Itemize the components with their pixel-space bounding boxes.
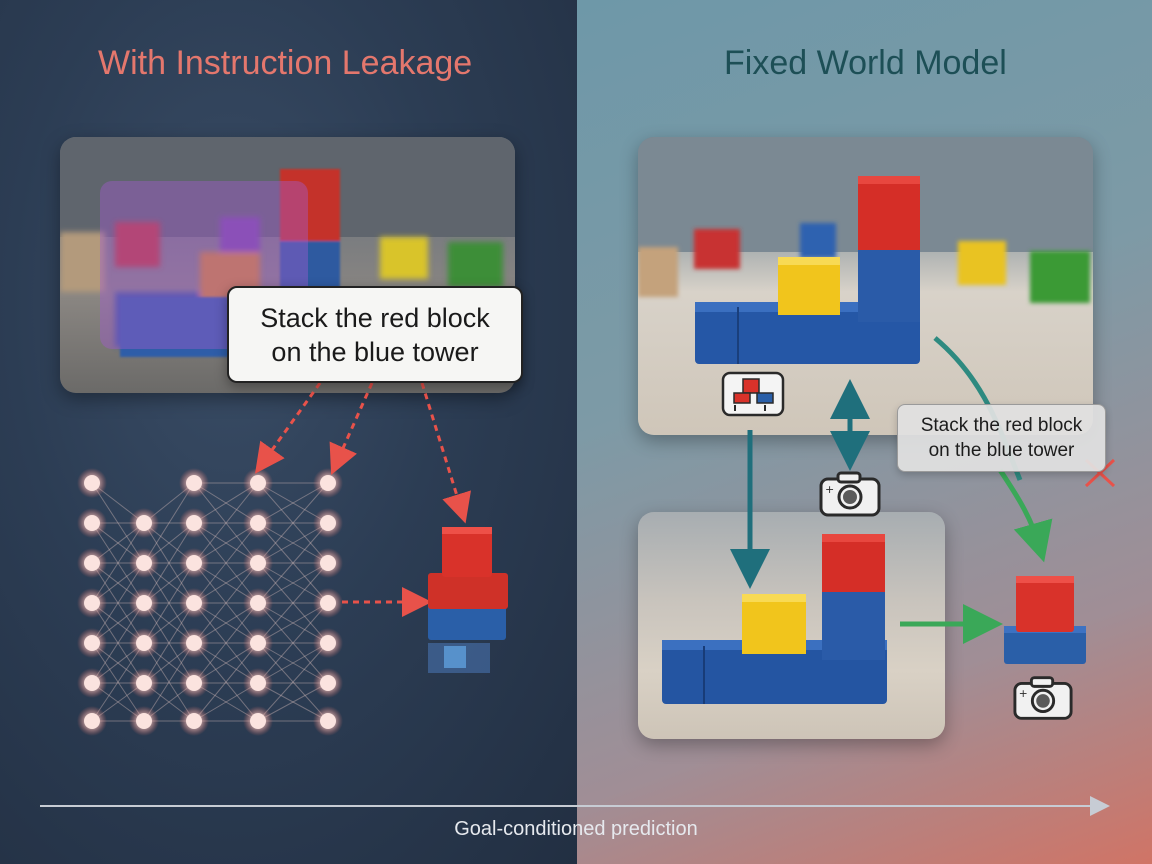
network-connection (91, 642, 145, 722)
network-connection (257, 562, 329, 644)
network-connection (91, 562, 145, 644)
network-node (136, 515, 152, 531)
right-panel-title: Fixed World Model (724, 44, 1007, 82)
network-node (250, 675, 266, 691)
network-node (84, 595, 100, 611)
network-node (186, 675, 202, 691)
network-node (136, 595, 152, 611)
network-node (320, 555, 336, 571)
final-result-blocks (1004, 576, 1086, 664)
leak-arrow-1 (255, 382, 322, 474)
network-node (250, 595, 266, 611)
network-connection (193, 642, 259, 722)
network-connection (91, 522, 145, 604)
network-node (320, 713, 336, 729)
network-connection (143, 522, 195, 604)
svg-text:+: + (825, 483, 834, 496)
network-node (84, 475, 100, 491)
network-node (136, 635, 152, 651)
network-node (250, 515, 266, 531)
network-node (186, 635, 202, 651)
network-node (320, 635, 336, 651)
network-node (320, 595, 336, 611)
network-connection (257, 482, 329, 564)
network-connection (143, 602, 195, 684)
network-connection (143, 642, 195, 722)
network-node (250, 713, 266, 729)
goal-instruction-box: Stack the red block on the blue tower (897, 404, 1106, 472)
network-node (84, 675, 100, 691)
network-connection (193, 482, 259, 564)
neural-network (77, 468, 343, 736)
network-node (84, 515, 100, 531)
network-node (186, 713, 202, 729)
svg-text:+: + (1019, 687, 1028, 700)
network-connection (257, 642, 329, 722)
network-connection (257, 642, 329, 722)
network-node (250, 475, 266, 491)
network-node (320, 515, 336, 531)
network-connection (91, 602, 145, 684)
network-connection (91, 642, 145, 722)
network-connection (193, 642, 259, 722)
network-node (250, 555, 266, 571)
network-connection (257, 602, 329, 684)
network-node (136, 713, 152, 729)
network-connection (193, 482, 259, 564)
network-connection (91, 522, 145, 604)
network-node (136, 555, 152, 571)
network-connection (193, 522, 259, 604)
left-panel-title: With Instruction Leakage (98, 44, 473, 82)
network-connection (193, 522, 259, 604)
camera-icon: + (819, 471, 881, 517)
network-connection (143, 562, 195, 644)
network-connection (257, 522, 329, 604)
network-connection (91, 562, 145, 644)
leak-arrow-3 (420, 382, 471, 524)
network-node (186, 475, 202, 491)
current-state-scene-image (638, 137, 1093, 435)
network-connection (193, 602, 259, 684)
network-connection (193, 562, 259, 644)
network-connection (257, 562, 329, 644)
network-connection (257, 602, 329, 684)
network-connection (193, 602, 259, 684)
network-connection (143, 522, 195, 604)
leaked-instruction-text: Stack the red block on the blue tower (260, 303, 490, 367)
x-axis-arrowhead (1090, 796, 1110, 816)
network-connection (143, 482, 195, 564)
network-node (320, 675, 336, 691)
plan-icon (721, 371, 785, 417)
network-node (136, 675, 152, 691)
network-connection (257, 522, 329, 604)
network-node (186, 595, 202, 611)
leaked-instruction-box: Stack the red block on the blue tower (227, 286, 523, 383)
network-connection (143, 562, 195, 644)
leak-arrow-2 (329, 382, 374, 475)
camera-icon: + (1013, 676, 1073, 720)
network-node (320, 475, 336, 491)
network-node (84, 635, 100, 651)
network-node (186, 555, 202, 571)
network-connection (143, 602, 195, 684)
goal-instruction-text: Stack the red block on the blue tower (920, 415, 1083, 461)
network-connection (193, 562, 259, 644)
network-node (250, 635, 266, 651)
network-node (84, 555, 100, 571)
x-axis-label: Goal-conditioned prediction (454, 818, 698, 840)
leak-output-blocks (428, 527, 508, 673)
network-node (84, 713, 100, 729)
goal-curve-arrow-bottom (997, 468, 1053, 563)
network-node (186, 515, 202, 531)
network-connection (143, 642, 195, 722)
network-connection (91, 602, 145, 684)
predicted-state-scene-image (638, 512, 945, 739)
network-connection (257, 482, 329, 564)
network-connection (91, 482, 145, 564)
